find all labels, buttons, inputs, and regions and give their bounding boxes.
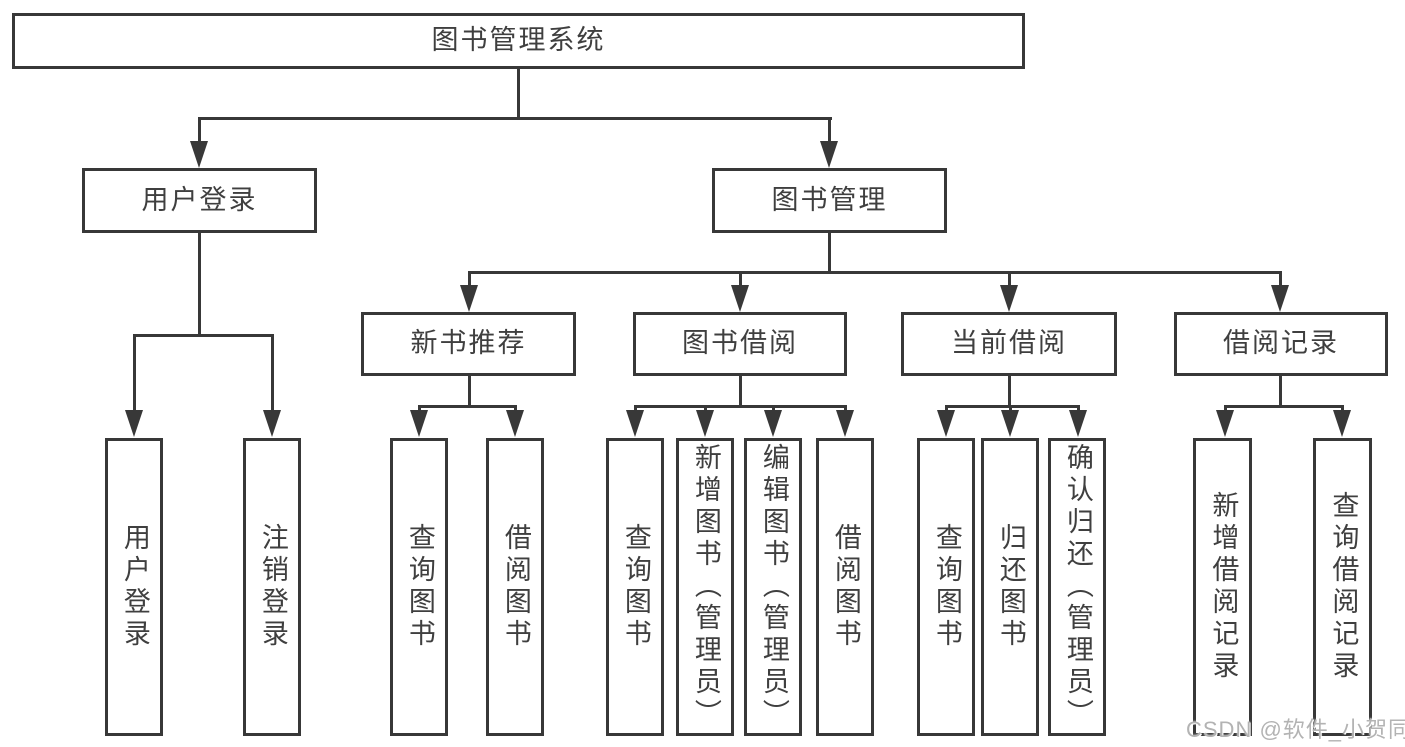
connector-line: [945, 405, 1079, 408]
arrow-down-icon: [460, 285, 478, 312]
connector-line: [634, 405, 846, 408]
arrow-down-icon: [937, 410, 955, 437]
arrow-down-icon: [1000, 285, 1018, 312]
connector-line: [133, 334, 136, 414]
connector-line: [1008, 271, 1011, 289]
connector-line: [271, 334, 274, 414]
leaf-query-books-borrowing: 查询图书: [606, 438, 664, 736]
leaf-confirm-return-admin: 确认归还（管理员）: [1048, 438, 1106, 736]
connector-line: [739, 376, 742, 408]
leaf-add-borrow-record: 新增借阅记录: [1193, 438, 1252, 736]
connector-line: [199, 117, 832, 120]
node-user-login: 用户登录: [82, 168, 317, 233]
leaf-query-books-recommend: 查询图书: [390, 438, 448, 736]
arrow-down-icon: [506, 410, 524, 437]
connector-line: [828, 233, 831, 274]
arrow-down-icon: [696, 410, 714, 437]
arrow-down-icon: [764, 410, 782, 437]
arrow-down-icon: [410, 410, 428, 437]
leaf-add-books-admin: 新增图书（管理员）: [676, 438, 734, 736]
arrow-down-icon: [836, 410, 854, 437]
arrow-down-icon: [1271, 285, 1289, 312]
arrow-down-icon: [125, 410, 143, 437]
arrow-down-icon: [1216, 410, 1234, 437]
arrow-down-icon: [731, 285, 749, 312]
leaf-edit-books-admin: 编辑图书（管理员）: [744, 438, 802, 736]
arrow-down-icon: [820, 141, 838, 168]
node-book-borrowing: 图书借阅: [633, 312, 847, 376]
connector-line: [1279, 376, 1282, 408]
arrow-down-icon: [626, 410, 644, 437]
connector-line: [468, 271, 471, 289]
arrow-down-icon: [263, 410, 281, 437]
csdn-watermark: CSDN @软件_小贺同学: [1186, 717, 1405, 742]
leaf-logout: 注销登录: [243, 438, 301, 736]
connector-line: [468, 376, 471, 408]
connector-line: [198, 233, 201, 337]
leaf-borrow-books: 借阅图书: [816, 438, 874, 736]
connector-line: [468, 271, 1281, 274]
leaf-return-books: 归还图书: [981, 438, 1039, 736]
connector-line: [1008, 376, 1011, 408]
leaf-borrow-books-recommend: 借阅图书: [486, 438, 544, 736]
connector-line: [517, 69, 520, 119]
connector-line: [198, 117, 201, 145]
node-library-system: 图书管理系统: [12, 13, 1025, 69]
leaf-user-login: 用户登录: [105, 438, 163, 736]
connector-line: [828, 117, 831, 145]
node-borrow-records: 借阅记录: [1174, 312, 1388, 376]
connector-line: [739, 271, 742, 289]
arrow-down-icon: [1333, 410, 1351, 437]
connector-line: [1224, 405, 1343, 408]
node-current-borrowing: 当前借阅: [901, 312, 1117, 376]
leaf-query-books-current: 查询图书: [917, 438, 975, 736]
arrow-down-icon: [1001, 410, 1019, 437]
node-new-book-recommend: 新书推荐: [361, 312, 576, 376]
arrow-down-icon: [190, 141, 208, 168]
connector-line: [133, 334, 274, 337]
arrow-down-icon: [1069, 410, 1087, 437]
connector-line: [418, 405, 517, 408]
leaf-query-borrow-record: 查询借阅记录: [1313, 438, 1372, 736]
node-book-management: 图书管理: [712, 168, 947, 233]
connector-line: [1279, 271, 1282, 289]
